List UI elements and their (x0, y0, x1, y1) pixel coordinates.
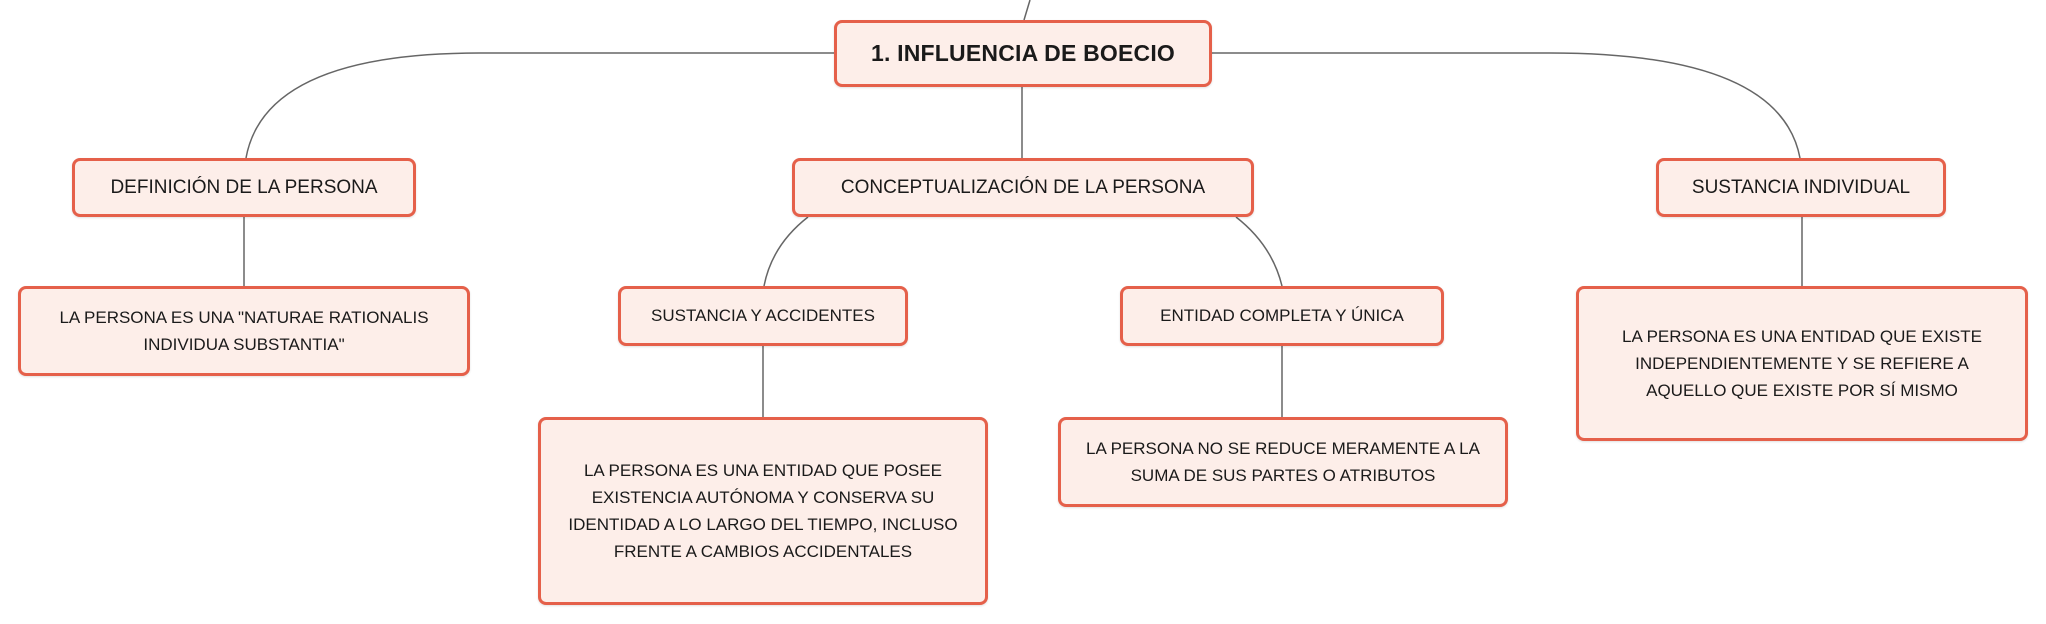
subtopic-label: SUSTANCIA Y ACCIDENTES (651, 306, 875, 325)
subtopic-entidad-completa[interactable]: ENTIDAD COMPLETA Y ÚNICA (1120, 286, 1444, 346)
root-node[interactable]: 1. INFLUENCIA DE BOECIO (834, 20, 1212, 87)
detail-sustancia-individual[interactable]: LA PERSONA ES UNA ENTIDAD QUE EXISTE IND… (1576, 286, 2028, 441)
subtopic-sustancia-accidentes[interactable]: SUSTANCIA Y ACCIDENTES (618, 286, 908, 346)
detail-definicion-persona[interactable]: LA PERSONA ES UNA "NATURAE RATIONALIS IN… (18, 286, 470, 376)
detail-text: LA PERSONA NO SE REDUCE MERAMENTE A LA S… (1086, 439, 1480, 485)
detail-text: LA PERSONA ES UNA ENTIDAD QUE EXISTE IND… (1622, 327, 1982, 400)
topic-conceptualizacion-persona[interactable]: CONCEPTUALIZACIÓN DE LA PERSONA (792, 158, 1254, 217)
detail-entidad-completa[interactable]: LA PERSONA NO SE REDUCE MERAMENTE A LA S… (1058, 417, 1508, 507)
detail-sustancia-accidentes[interactable]: LA PERSONA ES UNA ENTIDAD QUE POSEE EXIS… (538, 417, 988, 605)
topic-sustancia-individual[interactable]: SUSTANCIA INDIVIDUAL (1656, 158, 1946, 217)
connector-root-definicion (245, 52, 836, 159)
connector-conceptualizacion-entidad (1235, 216, 1283, 287)
connector-root-sustancia-individual (1212, 52, 1801, 159)
topic-label: DEFINICIÓN DE LA PERSONA (110, 176, 378, 198)
root-label: 1. INFLUENCIA DE BOECIO (870, 40, 1176, 66)
topic-label: SUSTANCIA INDIVIDUAL (1691, 176, 1911, 198)
subtopic-label: ENTIDAD COMPLETA Y ÚNICA (1160, 306, 1404, 325)
topic-label: CONCEPTUALIZACIÓN DE LA PERSONA (840, 176, 1206, 198)
detail-text: LA PERSONA ES UNA "NATURAE RATIONALIS IN… (59, 308, 429, 354)
connector-root-parent (1023, 0, 1031, 21)
detail-text: LA PERSONA ES UNA ENTIDAD QUE POSEE EXIS… (568, 461, 958, 561)
connector-conceptualizacion-accidentes (763, 216, 809, 287)
topic-definicion-persona[interactable]: DEFINICIÓN DE LA PERSONA (72, 158, 416, 217)
